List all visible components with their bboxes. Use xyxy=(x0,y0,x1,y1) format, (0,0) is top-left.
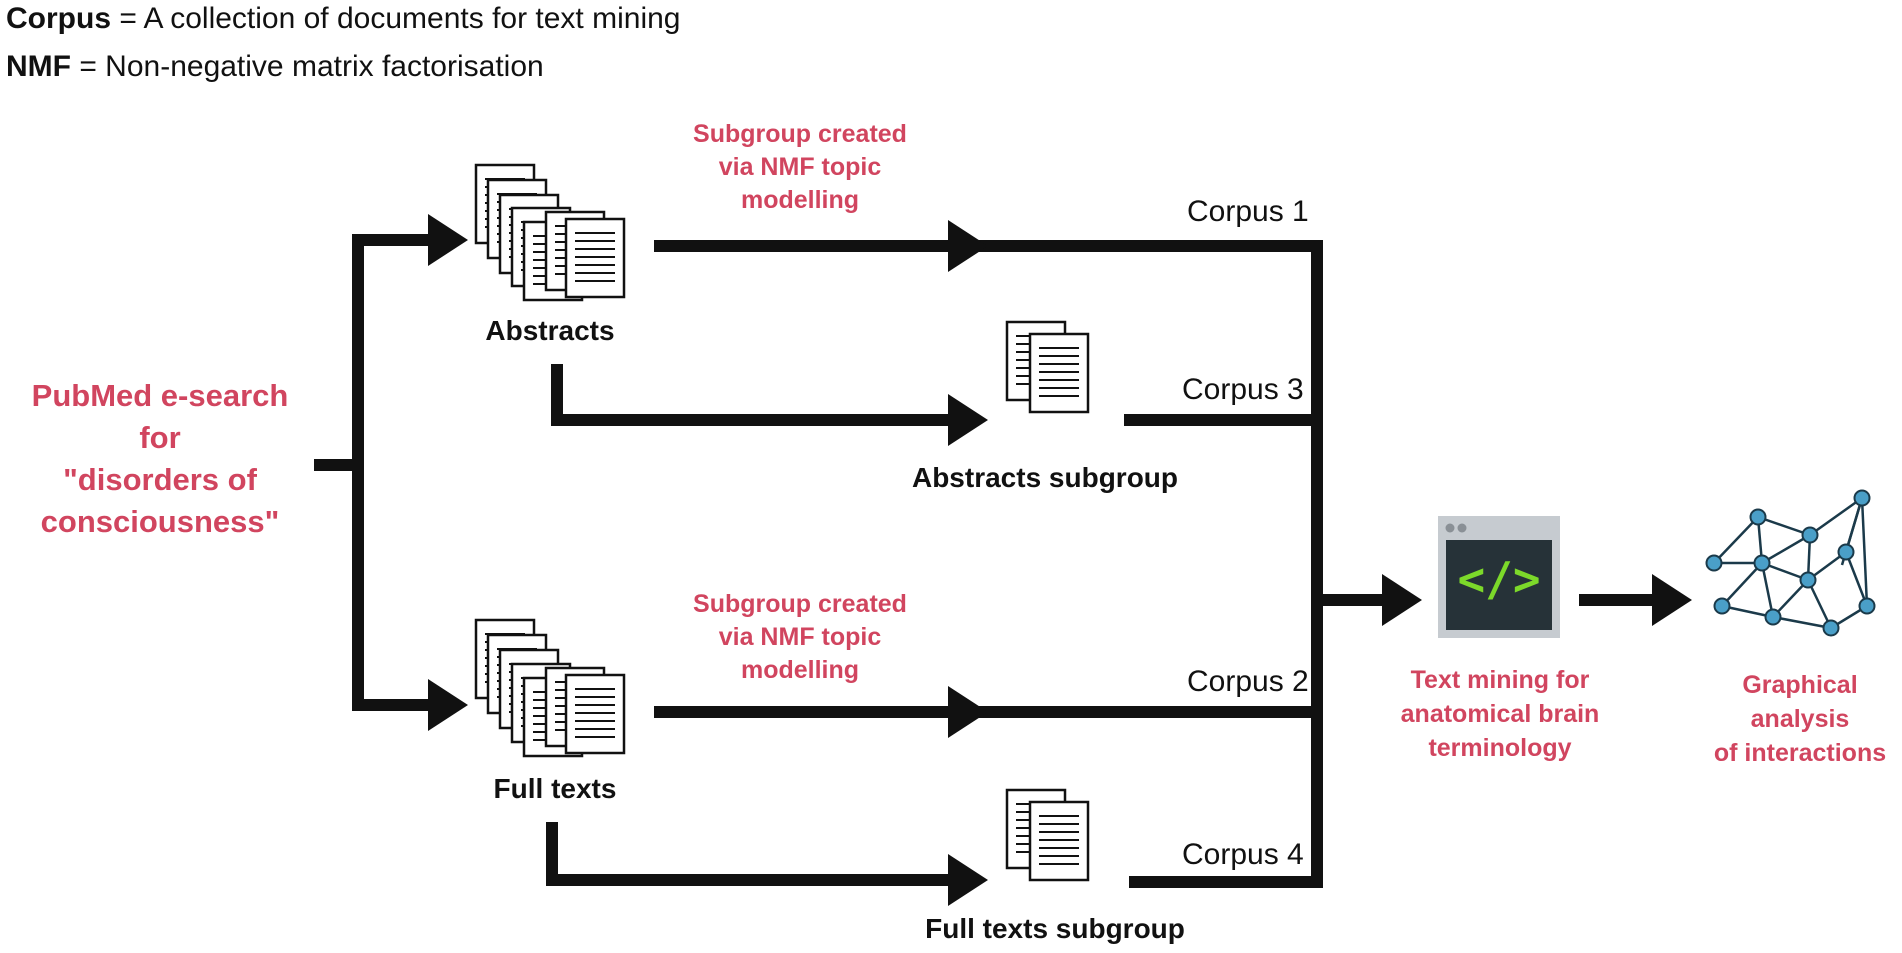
arrow-corpus2 xyxy=(948,686,988,738)
source-line: for xyxy=(139,420,181,455)
connector-lines xyxy=(314,234,1656,888)
graph-analysis-line: analysis xyxy=(1750,705,1850,733)
graph-analysis-label: Graphical analysis of interactions xyxy=(1700,668,1900,770)
arrow-to-full-texts xyxy=(428,679,468,731)
corpus-2-label: Corpus 2 xyxy=(1187,665,1309,698)
arrow-corpus1 xyxy=(948,220,988,272)
full-texts-subgroup-label: Full texts subgroup xyxy=(925,913,1185,944)
nmf-note-abstracts: Subgroup created via NMF topic modelling xyxy=(660,118,940,217)
arrow-to-abstracts-subgroup xyxy=(948,394,988,446)
code-window-icon xyxy=(1438,516,1560,638)
pubmed-search-label: PubMed e-search for "disorders of consci… xyxy=(10,375,310,543)
text-mining-line: Text mining for xyxy=(1410,666,1590,694)
nmf-note-line: Subgroup created xyxy=(693,590,907,618)
legend-nmf: NMF = Non-negative matrix factorisation xyxy=(6,50,544,84)
text-mining-label: Text mining for anatomical brain termino… xyxy=(1375,663,1625,765)
full-texts-subgroup-documents-icon xyxy=(1005,788,1090,882)
nmf-note-line: via NMF topic xyxy=(718,153,882,181)
nmf-note-line: via NMF topic xyxy=(718,623,882,651)
source-line: consciousness" xyxy=(40,504,280,539)
abstracts-subgroup-documents-icon xyxy=(1005,320,1090,414)
legend-definition: = Non-negative matrix factorisation xyxy=(70,50,544,83)
full-texts-label: Full texts xyxy=(493,773,617,804)
network-graph-nodes xyxy=(1705,489,1876,637)
legend-corpus: Corpus = A collection of documents for t… xyxy=(6,2,680,36)
corpus-1-label: Corpus 1 xyxy=(1187,195,1309,228)
full-texts-documents-icon xyxy=(474,618,626,758)
abstracts-subgroup-label: Abstracts subgroup xyxy=(911,462,1179,493)
arrow-to-full-texts-subgroup xyxy=(948,854,988,906)
nmf-note-line: modelling xyxy=(740,186,860,214)
nmf-note-line: Subgroup created xyxy=(693,120,907,148)
text-mining-line: terminology xyxy=(1428,734,1572,762)
abstracts-documents-icon xyxy=(474,163,626,302)
graph-analysis-line: of interactions xyxy=(1713,739,1887,767)
graph-analysis-line: Graphical xyxy=(1742,671,1858,699)
text-mining-line: anatomical brain xyxy=(1400,700,1600,728)
source-line: "disorders of xyxy=(63,462,257,497)
nmf-note-full-texts: Subgroup created via NMF topic modelling xyxy=(660,588,940,687)
arrow-to-text-mining xyxy=(1382,574,1422,626)
nmf-note-line: modelling xyxy=(740,656,860,684)
source-line: PubMed e-search xyxy=(31,378,289,413)
abstracts-label: Abstracts xyxy=(485,315,615,346)
network-graph-icon xyxy=(1713,496,1869,630)
corpus-3-label: Corpus 3 xyxy=(1182,373,1304,406)
legend-definition: = A collection of documents for text min… xyxy=(111,2,681,35)
corpus-4-label: Corpus 4 xyxy=(1182,838,1304,871)
code-symbol: </> xyxy=(1457,552,1541,606)
arrow-to-abstracts xyxy=(428,214,468,266)
arrow-to-graph xyxy=(1652,574,1692,626)
legend-term: NMF xyxy=(6,50,71,83)
legend-term: Corpus xyxy=(6,2,111,35)
